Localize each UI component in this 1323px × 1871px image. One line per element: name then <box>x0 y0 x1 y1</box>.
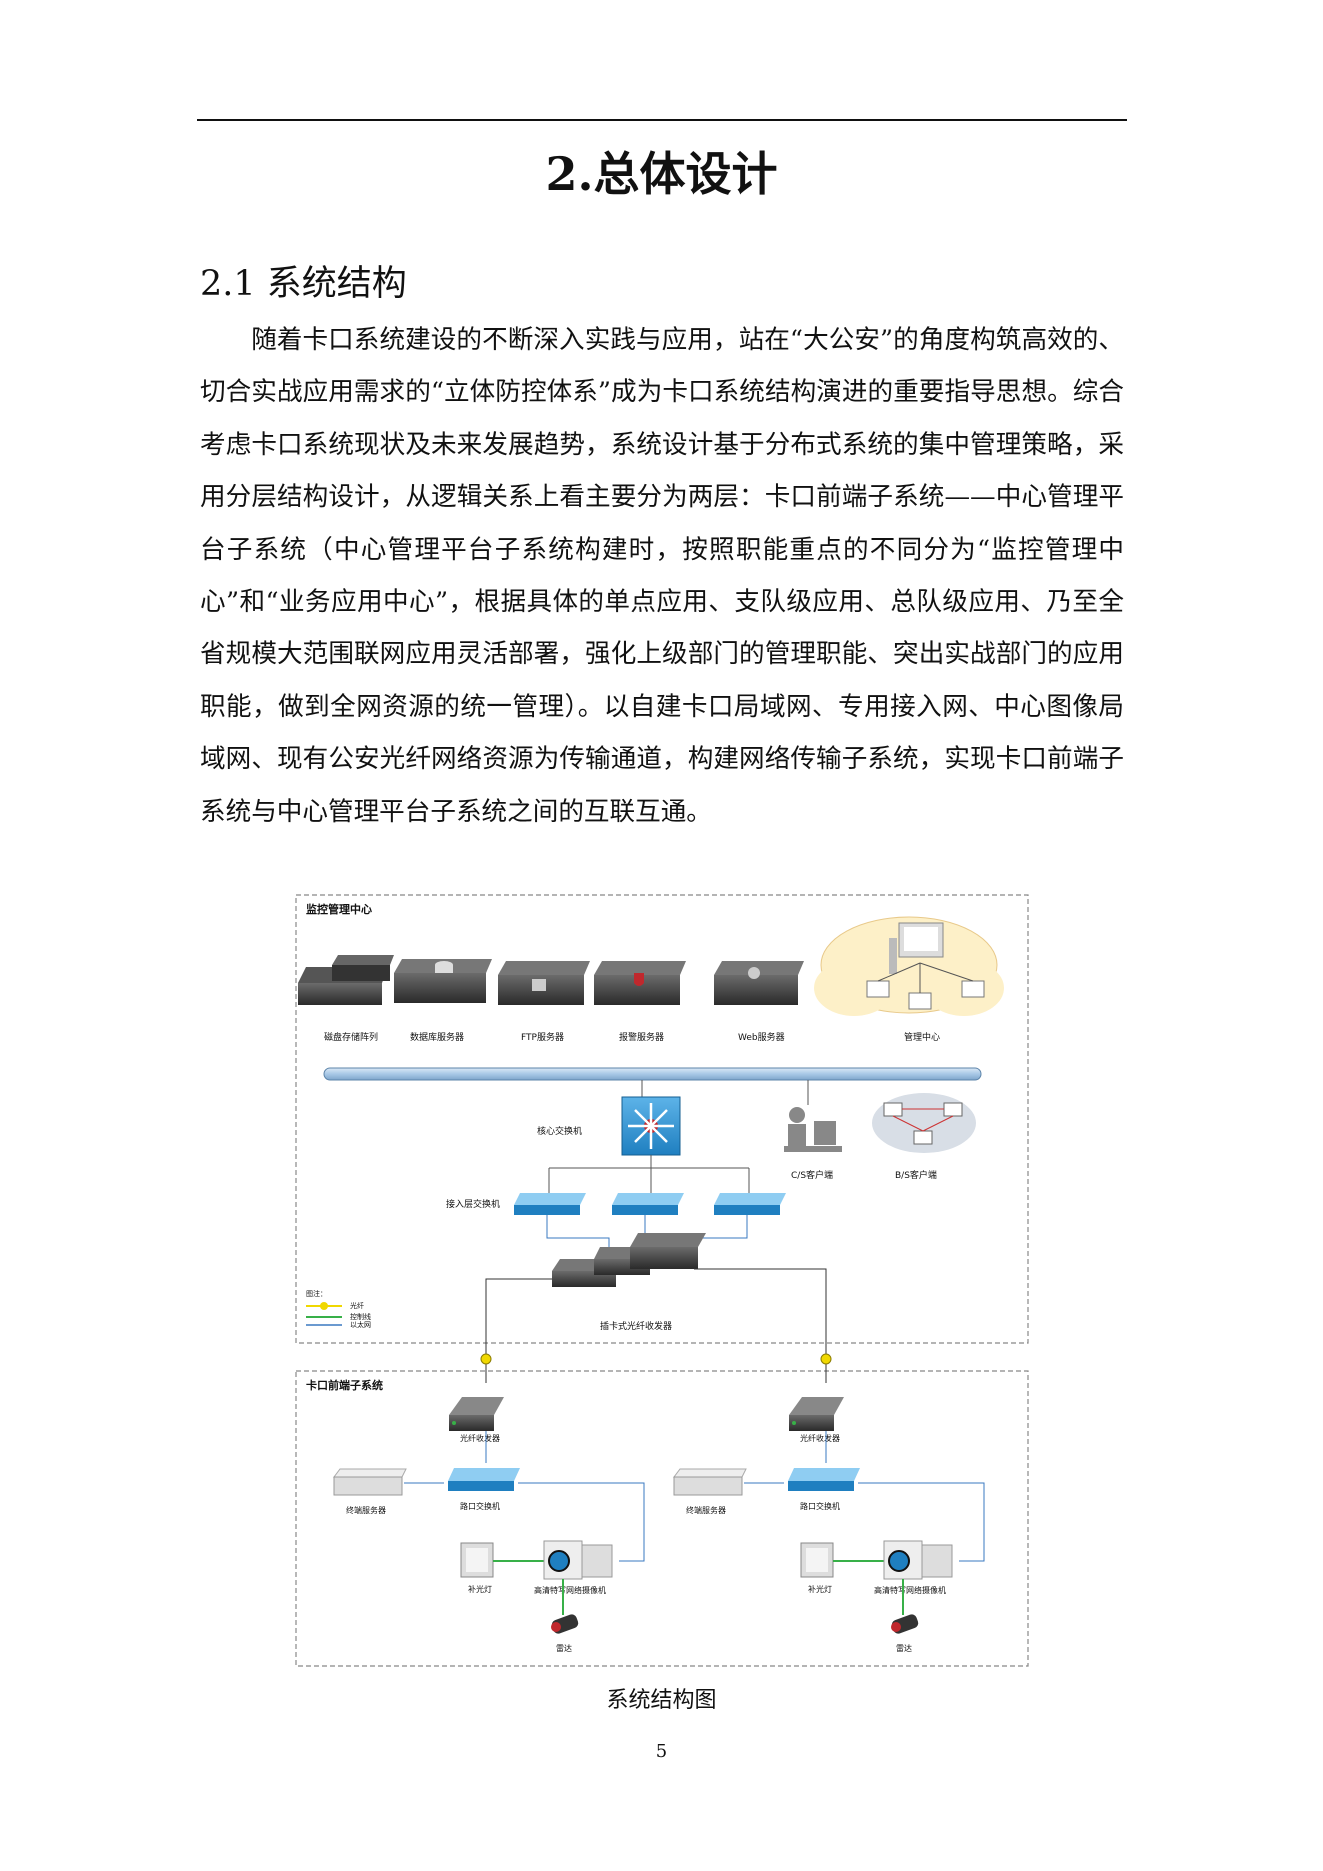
radar-label: 雷达 <box>556 1643 572 1653</box>
fill-light-icon <box>800 1542 834 1578</box>
hd-camera-label: 高清特写网络摄像机 <box>874 1585 946 1595</box>
body-paragraph: 随着卡口系统建设的不断深入实践与应用，站在“大公安”的角度构筑高效的、切合实战应… <box>200 325 1124 827</box>
legend-item-control: 控制线 <box>350 1312 371 1321</box>
disk-array-icon <box>298 955 394 1005</box>
fiber-transceiver-label: 光纤收发器 <box>800 1433 840 1443</box>
access-switch-label: 接入层交换机 <box>446 1198 500 1210</box>
hd-camera-icon <box>883 1540 953 1580</box>
bs-client-cloud-icon <box>872 1093 976 1153</box>
monitor-center-title: 监控管理中心 <box>306 902 372 916</box>
plugin-fiber-transceiver-label: 插卡式光纤收发器 <box>600 1320 672 1332</box>
plugin-fiber-transceiver-icon <box>552 1233 706 1287</box>
radar-label: 雷达 <box>896 1643 912 1653</box>
core-switch-icon <box>621 1096 681 1156</box>
cs-client-icon <box>784 1107 842 1152</box>
monitor-center-frame <box>295 894 1029 1344</box>
fill-light-icon <box>460 1542 494 1578</box>
server-label-web: Web服务器 <box>738 1031 785 1043</box>
header-rule <box>197 119 1127 121</box>
server-label-ftp: FTP服务器 <box>521 1031 564 1043</box>
access-switch-icon <box>514 1193 786 1215</box>
frontend-left-group: 光纤收发器 路口交换机 终端服务器 补光灯 高清特写网络摄像机 <box>333 1397 645 1653</box>
management-center-label: 管理中心 <box>904 1031 940 1043</box>
server-label-alarm: 报警服务器 <box>619 1031 664 1043</box>
web-server-icon <box>714 961 804 1005</box>
system-structure-diagram: 监控管理中心 卡口前端子系统 磁盘存储阵列 数据库服务器 FTP服务器 报警服务… <box>294 893 1030 1668</box>
cs-client-label: C/S客户端 <box>791 1169 833 1181</box>
radar-icon <box>891 1614 919 1634</box>
road-switch-icon <box>448 1468 520 1491</box>
chapter-title: 2.总体设计 <box>545 147 778 201</box>
frontend-frame <box>295 1370 1029 1667</box>
fiber-transceiver-icon <box>789 1397 844 1431</box>
hd-camera-icon <box>543 1540 613 1580</box>
road-switch-label: 路口交换机 <box>460 1501 500 1511</box>
server-label-disk-array: 磁盘存储阵列 <box>324 1031 378 1043</box>
frontend-right-group: 光纤收发器 路口交换机 终端服务器 补光灯 高清特写网络摄像机 <box>673 1397 985 1653</box>
section-title: 2.1 系统结构 <box>200 264 407 304</box>
road-switch-icon <box>788 1468 860 1491</box>
legend-item-ethernet: 以太网 <box>350 1320 371 1329</box>
terminal-server-label: 终端服务器 <box>686 1505 726 1515</box>
road-switch-label: 路口交换机 <box>800 1501 840 1511</box>
fiber-transceiver-icon <box>449 1397 504 1431</box>
management-center-cloud-icon <box>814 916 1004 1016</box>
legend-title: 图注： <box>306 1289 327 1298</box>
network-bus <box>323 1067 982 1081</box>
database-server-icon <box>394 959 492 1003</box>
page-number: 5 <box>655 1741 668 1762</box>
server-label-database: 数据库服务器 <box>410 1031 464 1043</box>
fiber-transceiver-label: 光纤收发器 <box>460 1433 500 1443</box>
hd-camera-label: 高清特写网络摄像机 <box>534 1585 606 1595</box>
alarm-server-icon <box>594 961 686 1005</box>
frontend-title: 卡口前端子系统 <box>306 1378 383 1392</box>
legend-item-fiber: 光纤 <box>350 1301 364 1310</box>
core-switch-label: 核心交换机 <box>537 1125 582 1137</box>
radar-icon <box>551 1614 579 1634</box>
figure-caption: 系统结构图 <box>606 1688 717 1713</box>
diagram-legend <box>306 1302 342 1326</box>
bs-client-label: B/S客户端 <box>895 1169 937 1181</box>
ftp-server-icon <box>498 961 590 1005</box>
terminal-server-label: 终端服务器 <box>346 1505 386 1515</box>
terminal-server-icon <box>673 1468 747 1496</box>
terminal-server-icon <box>333 1468 407 1496</box>
fill-light-label: 补光灯 <box>808 1584 832 1594</box>
fill-light-label: 补光灯 <box>468 1584 492 1594</box>
